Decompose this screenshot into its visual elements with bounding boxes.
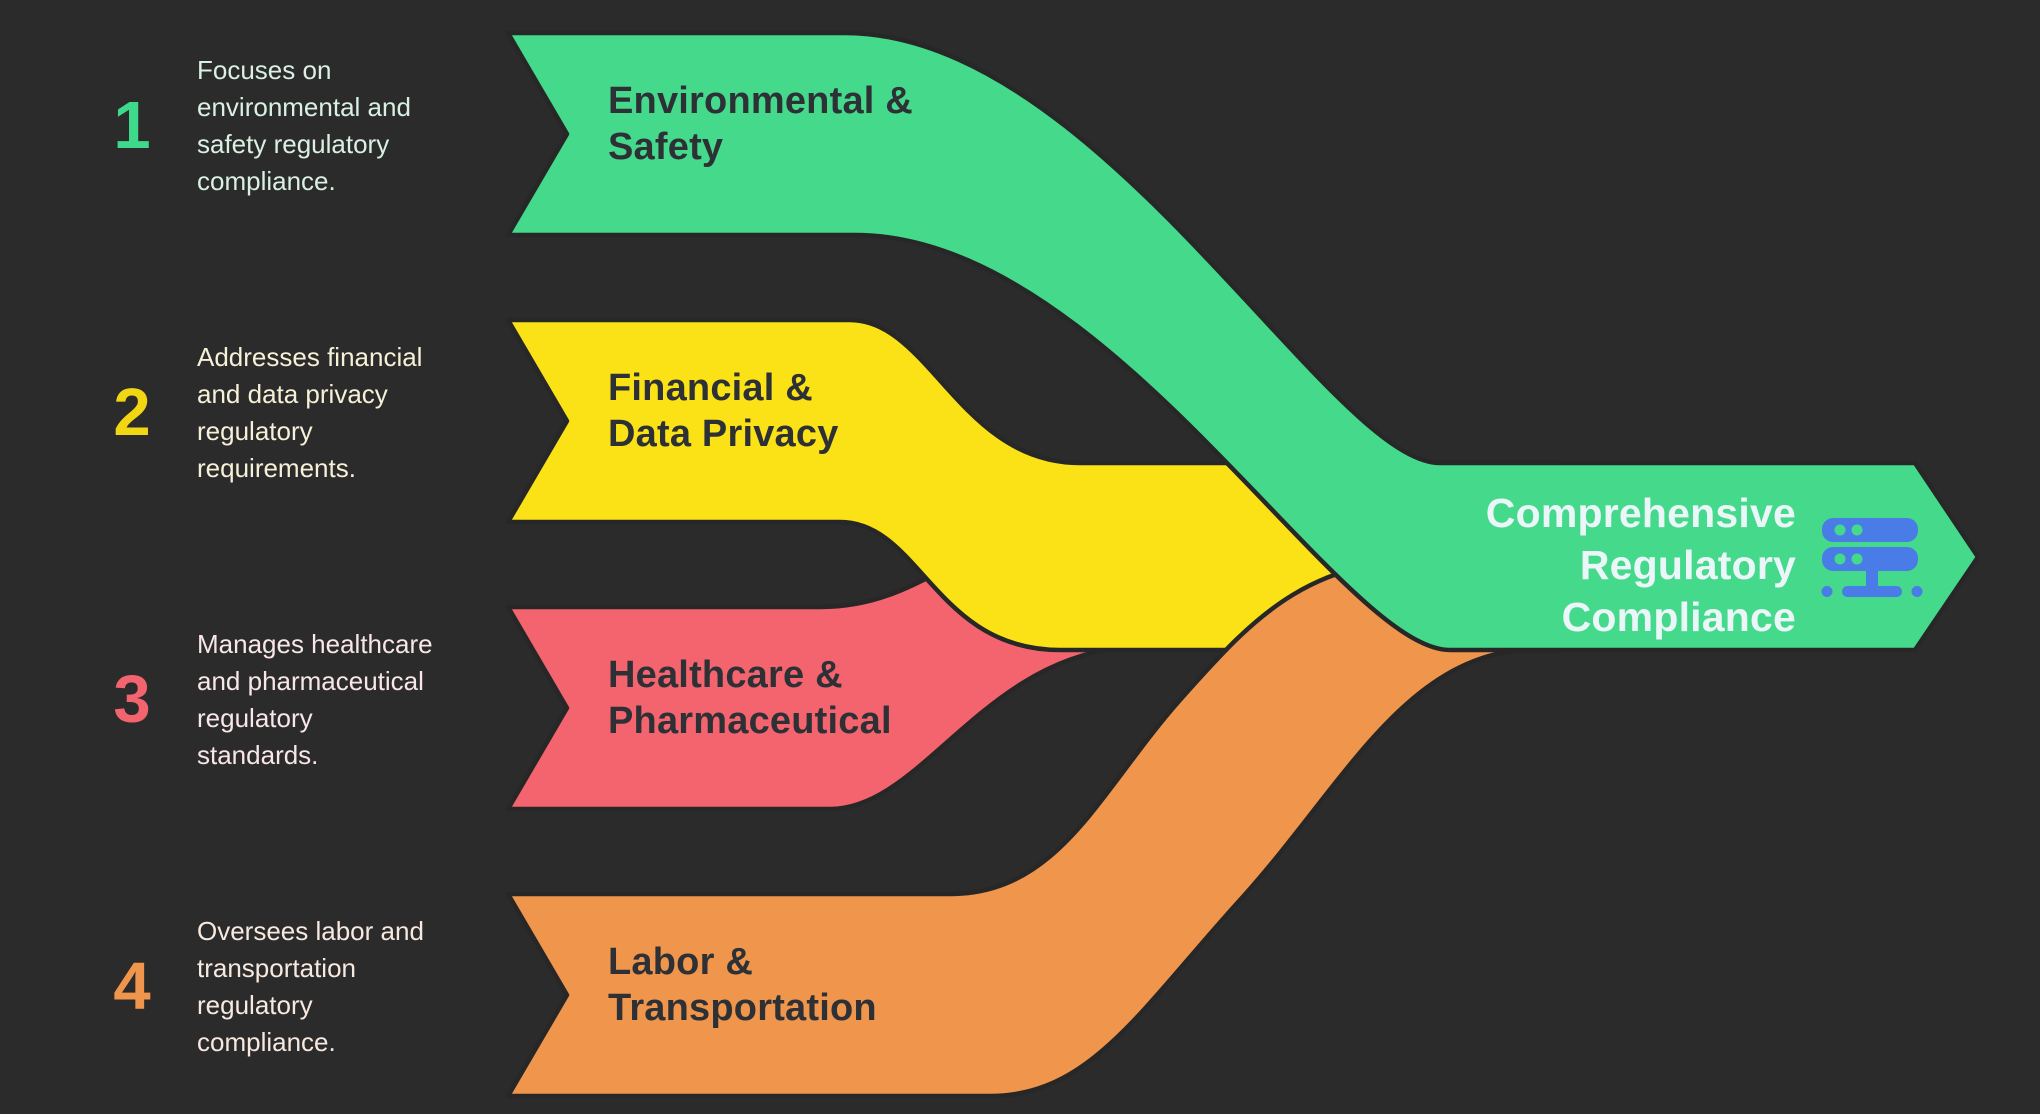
ribbon-environmental-safety [505,30,1981,653]
step-number-1: 1 [113,88,151,163]
server-led [1834,553,1846,565]
result-title: Comprehensive Regulatory Compliance [1485,490,1796,640]
server-icon [1821,518,1923,597]
server-side-dot-left [1821,586,1833,597]
server-led [1834,524,1846,536]
server-stem [1866,569,1878,591]
step-number-2: 2 [113,375,151,450]
server-led [1851,553,1863,565]
server-led [1851,524,1863,536]
step-description-healthcare-pharmaceutical: Manages healthcare and pharmaceutical re… [197,629,433,770]
band-label-environmental-safety: Environmental & Safety [608,80,913,168]
band-label-labor-transportation: Labor & Transportation [608,941,877,1029]
step-description-financial-data-privacy: Addresses financial and data privacy reg… [197,342,423,483]
server-side-dot-right [1911,586,1923,597]
server-bar-top [1822,518,1918,542]
server-bar-bottom [1822,547,1918,571]
step-number-4: 4 [113,949,151,1024]
band-label-financial-data-privacy: Financial & Data Privacy [608,367,839,455]
server-foot [1842,586,1902,597]
step-number-3: 3 [113,662,151,737]
step-description-labor-transportation: Oversees labor and transportation regula… [197,916,424,1057]
band-label-healthcare-pharmaceutical: Healthcare & Pharmaceutical [608,654,892,742]
step-description-environmental-safety: Focuses on environmental and safety regu… [197,55,411,196]
